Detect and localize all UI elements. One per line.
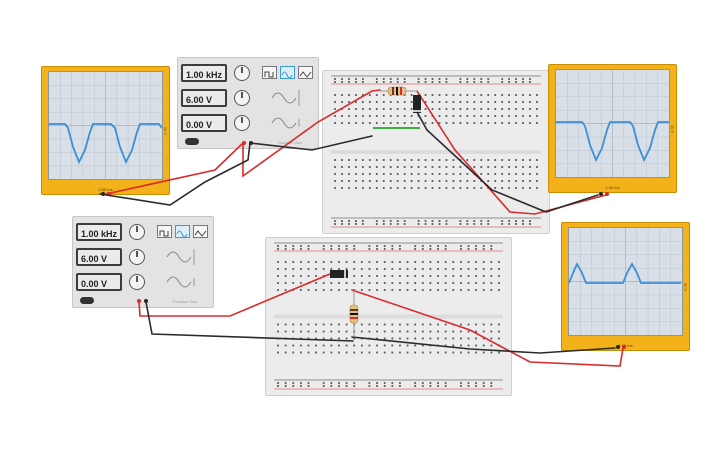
oscilloscope-1-volt-label: 10 V bbox=[163, 126, 168, 135]
scope-1-neg-terminal[interactable] bbox=[101, 192, 105, 196]
offset-knob-icon[interactable] bbox=[129, 274, 145, 290]
oscilloscope-3[interactable]: 2.00 ms 10 V bbox=[561, 222, 690, 351]
waveform-trace bbox=[49, 123, 162, 165]
power-switch-icon[interactable] bbox=[80, 297, 94, 304]
oscilloscope-1[interactable]: 2.00 ms 10 V bbox=[41, 66, 170, 196]
oscilloscope-2-screen bbox=[555, 69, 670, 178]
offset-knob-icon[interactable] bbox=[234, 115, 250, 131]
breadboard-bottom-holes bbox=[274, 242, 503, 390]
scope-1-pos-terminal[interactable] bbox=[107, 192, 111, 196]
oscilloscope-2[interactable]: 2.00 ms 10 V bbox=[548, 64, 677, 196]
frequency-knob-icon[interactable] bbox=[129, 224, 145, 240]
fgen-1-label: Function Gen bbox=[278, 140, 303, 145]
amplitude-wave-icon bbox=[166, 249, 195, 265]
triangle-wave-icon[interactable] bbox=[193, 225, 208, 238]
oscilloscope-3-screen bbox=[568, 227, 683, 336]
scope-2-neg-terminal[interactable] bbox=[599, 192, 603, 196]
fgen-1-pos-terminal[interactable] bbox=[242, 141, 246, 145]
oscilloscope-3-trace bbox=[569, 228, 682, 335]
sine-wave-icon[interactable] bbox=[175, 225, 190, 238]
scope-3-pos-terminal[interactable] bbox=[622, 345, 626, 349]
fgen-1-neg-terminal[interactable] bbox=[249, 141, 253, 145]
amplitude-wave-icon bbox=[271, 90, 300, 106]
amplitude-display: 6.00 V bbox=[76, 248, 122, 266]
amplitude-knob-icon[interactable] bbox=[234, 90, 250, 106]
oscilloscope-1-screen bbox=[48, 71, 163, 180]
offset-wave-icon bbox=[166, 276, 195, 288]
square-wave-icon[interactable] bbox=[157, 225, 172, 238]
fgen-2-label: Function Gen bbox=[173, 299, 198, 304]
function-generator-1[interactable]: 1.00 kHz 6.00 V 0.00 V Function Gen bbox=[177, 57, 319, 149]
oscilloscope-3-volt-label: 10 V bbox=[683, 282, 688, 291]
oscilloscope-2-trace bbox=[556, 70, 669, 177]
waveform-trace bbox=[569, 261, 681, 284]
amplitude-knob-icon[interactable] bbox=[129, 249, 145, 265]
frequency-knob-icon[interactable] bbox=[234, 65, 250, 81]
power-switch-icon[interactable] bbox=[185, 138, 199, 145]
offset-display: 0.00 V bbox=[181, 114, 227, 132]
breadboard-top[interactable] bbox=[322, 70, 550, 234]
fgen-2-neg-terminal[interactable] bbox=[144, 299, 148, 303]
oscilloscope-1-trace bbox=[49, 72, 162, 179]
oscilloscope-2-time-label: 2.00 ms bbox=[605, 185, 620, 190]
triangle-wave-icon[interactable] bbox=[298, 66, 313, 79]
frequency-display: 1.00 kHz bbox=[181, 64, 227, 82]
frequency-display: 1.00 kHz bbox=[76, 223, 122, 241]
offset-wave-icon bbox=[271, 117, 300, 129]
scope-2-pos-terminal[interactable] bbox=[605, 192, 609, 196]
oscilloscope-1-time-label: 2.00 ms bbox=[98, 187, 113, 192]
square-wave-icon[interactable] bbox=[262, 66, 277, 79]
fgen-2-pos-terminal[interactable] bbox=[137, 299, 141, 303]
breadboard-bottom[interactable] bbox=[265, 237, 512, 396]
oscilloscope-2-volt-label: 10 V bbox=[670, 124, 675, 133]
breadboard-top-holes bbox=[331, 75, 541, 228]
scope-3-neg-terminal[interactable] bbox=[616, 345, 620, 349]
function-generator-2[interactable]: 1.00 kHz 6.00 V 0.00 V Function Gen bbox=[72, 216, 214, 308]
sine-wave-icon[interactable] bbox=[280, 66, 295, 79]
amplitude-display: 6.00 V bbox=[181, 89, 227, 107]
offset-display: 0.00 V bbox=[76, 273, 122, 291]
